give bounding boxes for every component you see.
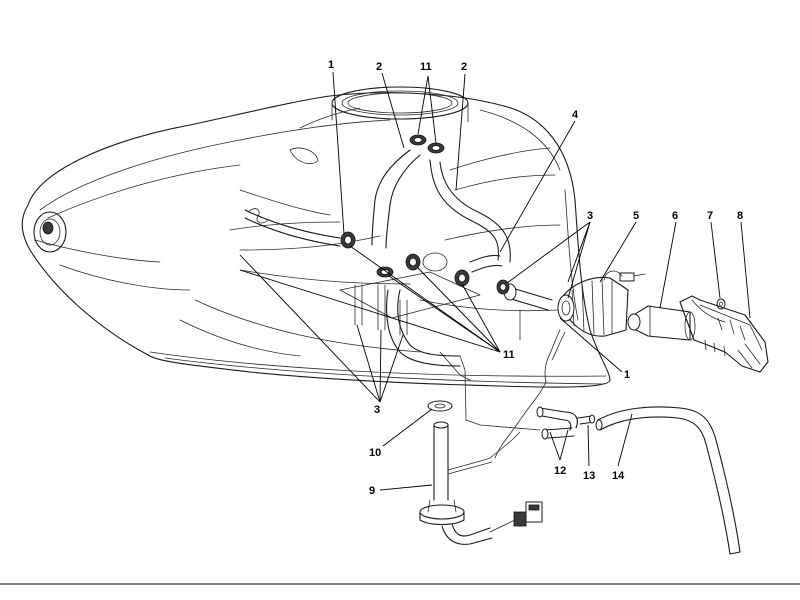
fuel-tank xyxy=(21,86,611,388)
callout-8: 8 xyxy=(737,210,743,222)
fuel-pump-assembly xyxy=(494,270,769,459)
callout-14: 14 xyxy=(612,470,625,482)
internal-hoses xyxy=(244,149,553,367)
hose-clamps xyxy=(340,134,510,295)
callout-9: 9 xyxy=(369,485,375,497)
callout-11-mid: 11 xyxy=(503,349,515,361)
callout-3-right: 3 xyxy=(587,210,593,222)
callout-2-right: 2 xyxy=(461,61,467,73)
callout-4: 4 xyxy=(572,109,579,121)
external-pipes xyxy=(459,355,741,555)
callout-1-right: 1 xyxy=(624,369,630,381)
callout-11-top: 11 xyxy=(420,61,432,73)
callout-12: 12 xyxy=(554,465,566,477)
callout-2-left: 2 xyxy=(376,61,382,73)
callout-1-top: 1 xyxy=(328,59,334,71)
leader-lines xyxy=(239,71,751,491)
fuel-level-sender xyxy=(419,400,543,545)
callout-6: 6 xyxy=(672,210,678,222)
callout-7: 7 xyxy=(707,210,713,222)
callout-10: 10 xyxy=(369,447,381,459)
callout-labels: 1 2 11 2 4 3 5 6 7 8 11 1 3 10 12 13 14 … xyxy=(328,59,743,497)
callout-13: 13 xyxy=(583,470,595,482)
callout-3-bottom: 3 xyxy=(374,404,380,416)
callout-5: 5 xyxy=(633,210,639,222)
